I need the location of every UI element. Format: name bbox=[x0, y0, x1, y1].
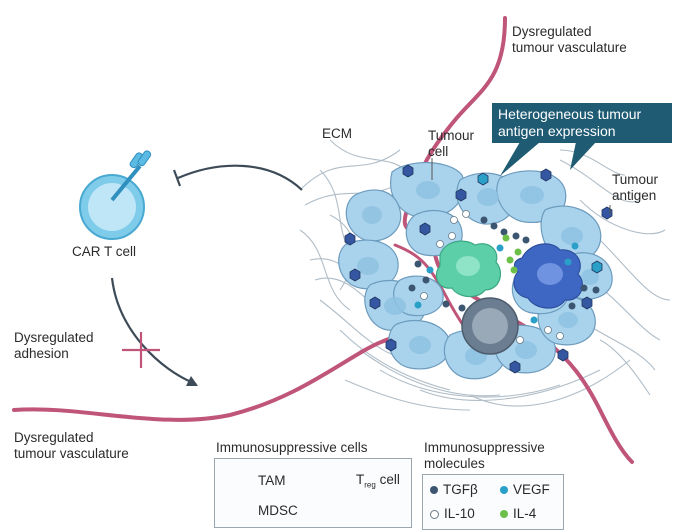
label-tumour-cell: Tumour cell bbox=[428, 128, 475, 159]
legend-molecules-box bbox=[422, 474, 564, 530]
tumour-antigens bbox=[344, 164, 613, 374]
leader-lines bbox=[431, 158, 611, 214]
molecule-dots bbox=[408, 210, 600, 344]
callout-antigen-expression: Heterogeneous tumour antigen expression bbox=[492, 103, 672, 143]
legend-mdsc-label: MDSC bbox=[258, 503, 298, 518]
legend-tam-label: TAM bbox=[258, 473, 286, 488]
car-receptor bbox=[110, 164, 142, 202]
tgfb-dot-icon bbox=[430, 486, 438, 495]
il4-dot-icon bbox=[500, 510, 508, 519]
label-vasculature-top: Dysregulated tumour vasculature bbox=[512, 24, 627, 55]
adhesion-arrow bbox=[110, 277, 197, 386]
legend-treg-label: Treg cell bbox=[356, 472, 400, 490]
label-tumour-antigen: Tumour antigen bbox=[612, 172, 659, 203]
vasculature bbox=[12, 16, 634, 464]
adhesion-arrowhead bbox=[186, 376, 198, 386]
callout-pointers bbox=[500, 142, 596, 176]
label-car-t-cell: CAR T cell bbox=[72, 244, 137, 259]
legend-cells-title: Immunosuppressive cells bbox=[216, 440, 368, 455]
label-vasculature-bottom: Dysregulated tumour vasculature bbox=[14, 430, 129, 461]
vegf-dot-icon bbox=[500, 486, 508, 495]
il10-dot-icon bbox=[430, 509, 439, 519]
legend-cells-box bbox=[214, 458, 412, 528]
label-adhesion: Dysregulated adhesion bbox=[14, 330, 94, 361]
car-t-cell bbox=[79, 150, 152, 240]
treg-nucleus bbox=[472, 308, 508, 344]
legend-tgfb: TGFβ bbox=[430, 482, 478, 497]
legend-il4: IL-4 bbox=[500, 506, 536, 521]
tam-nucleus bbox=[456, 256, 480, 276]
label-ecm: ECM bbox=[322, 126, 352, 141]
inhibition-bar bbox=[172, 169, 182, 187]
legend-vegf: VEGF bbox=[500, 482, 550, 497]
inhibition-arrow bbox=[177, 164, 303, 191]
legend-il10: IL-10 bbox=[430, 506, 475, 521]
adhesion-block-cross bbox=[122, 332, 160, 368]
mdsc-nucleus bbox=[537, 263, 563, 285]
legend-molecules-title: Immunosuppressive molecules bbox=[424, 440, 545, 471]
